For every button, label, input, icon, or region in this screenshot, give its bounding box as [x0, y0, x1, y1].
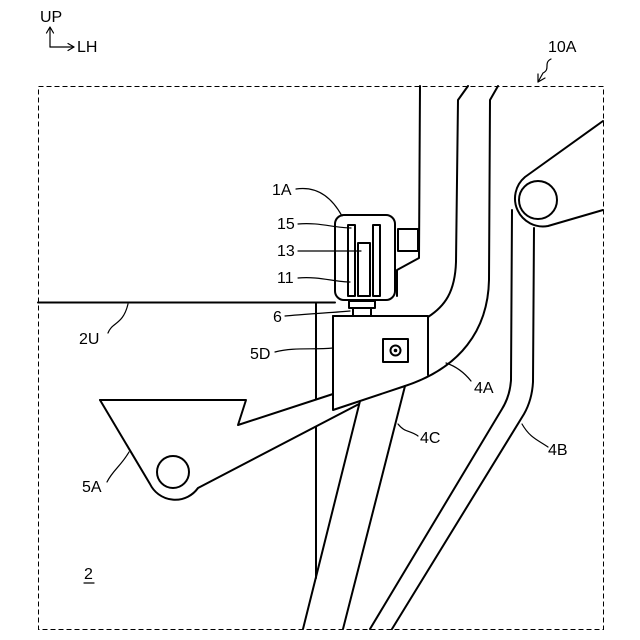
reference-labels: 1A 15 13 11 6 2U 5D 4A 4C 4B 5A 2 — [79, 182, 568, 583]
part-15 — [348, 225, 355, 296]
leader-4c — [398, 424, 418, 436]
tube-4c — [303, 386, 405, 629]
tube-4c-right-wall — [343, 386, 405, 629]
tube-4b-left-wall — [370, 210, 512, 629]
label-13: 13 — [277, 243, 295, 260]
leader-4a — [446, 363, 471, 381]
arm-5a — [100, 394, 359, 500]
orientation-indicator: UP LH — [40, 9, 97, 56]
label-4b: 4B — [548, 442, 568, 459]
leader-5d — [275, 348, 333, 352]
up-direction-label: UP — [40, 9, 62, 26]
lh-direction-label: LH — [77, 39, 97, 56]
bracket-5d-bolt-center — [394, 349, 398, 353]
figure-reference: 10A — [538, 39, 577, 82]
part-6-stem — [353, 308, 371, 316]
frame-bracket-block — [398, 229, 418, 251]
arm-5a-upper-outline — [100, 394, 333, 425]
pivot-link-outline — [515, 121, 603, 226]
leader-1a — [296, 188, 342, 216]
label-4a: 4A — [474, 380, 494, 397]
pivot-pin-icon — [519, 181, 557, 219]
pivot-link — [515, 121, 603, 226]
leader-4b — [522, 424, 548, 447]
part-6-flange — [349, 301, 375, 308]
label-5d: 5D — [250, 346, 270, 363]
label-2: 2 — [84, 566, 93, 583]
part-6 — [349, 301, 375, 316]
label-6: 6 — [273, 309, 282, 326]
leader-5a — [107, 452, 129, 482]
tube-4a-inner-wall — [428, 86, 468, 317]
part-11 — [373, 225, 380, 296]
label-4c: 4C — [420, 430, 440, 447]
leader-11 — [298, 278, 350, 282]
figure-reference-label: 10A — [548, 39, 577, 56]
bracket-5d — [333, 316, 428, 410]
frame-line — [397, 86, 420, 296]
label-5a: 5A — [82, 479, 102, 496]
arm-5a-pivot-hole-icon — [157, 456, 189, 488]
arm-5a-lower-outline — [100, 400, 359, 500]
tube-4b-right-wall — [392, 228, 534, 629]
leader-15 — [298, 224, 351, 228]
label-2u: 2U — [79, 331, 99, 348]
label-1a: 1A — [272, 182, 292, 199]
dashed-boundary — [39, 87, 604, 630]
leader-2u — [108, 304, 128, 333]
label-15: 15 — [277, 216, 295, 233]
label-11: 11 — [277, 270, 294, 287]
bracket-5d-top-right — [333, 316, 428, 375]
